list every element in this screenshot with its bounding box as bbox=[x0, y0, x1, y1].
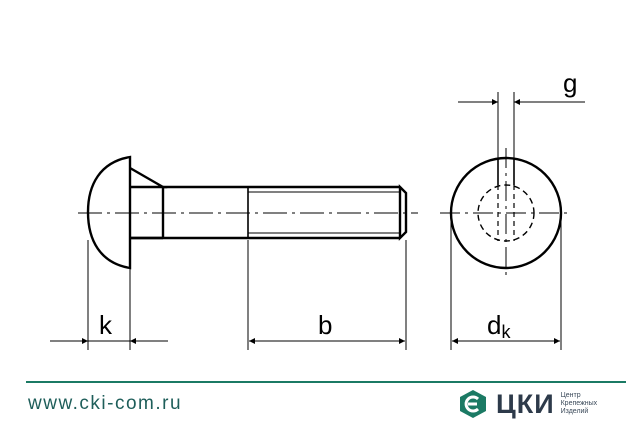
dimension-g bbox=[458, 92, 585, 158]
cki-logo-icon bbox=[460, 390, 486, 418]
label-g: g bbox=[563, 68, 577, 98]
brand-block: ЦКИ Центр Крепежных Изделий bbox=[458, 386, 609, 422]
website-link[interactable]: www.cki-com.ru bbox=[28, 393, 183, 414]
label-dk-main: d bbox=[487, 310, 501, 340]
brand-tagline: Центр Крепежных Изделий bbox=[561, 392, 609, 416]
dimension-k bbox=[50, 240, 168, 350]
tagline-line: Крепежных bbox=[560, 400, 598, 407]
bolt-side-view bbox=[78, 155, 418, 270]
label-dk-subscript: k bbox=[501, 322, 511, 342]
bolt-technical-drawing: k b dk g bbox=[50, 68, 585, 350]
dimension-b bbox=[247, 240, 407, 350]
bolt-end-chamfer bbox=[398, 184, 408, 241]
dimension-dk bbox=[450, 220, 562, 350]
label-dk: dk bbox=[487, 310, 511, 342]
bolt-end-view bbox=[440, 148, 572, 278]
label-k: k bbox=[99, 310, 113, 340]
bolt-head bbox=[86, 155, 132, 270]
square-neck bbox=[129, 166, 168, 240]
footer-divider bbox=[26, 381, 626, 383]
label-b: b bbox=[318, 310, 332, 340]
brand-name: ЦКИ bbox=[496, 388, 555, 419]
tagline-line: Изделий bbox=[560, 408, 589, 415]
tagline-line: Центр bbox=[560, 392, 581, 399]
